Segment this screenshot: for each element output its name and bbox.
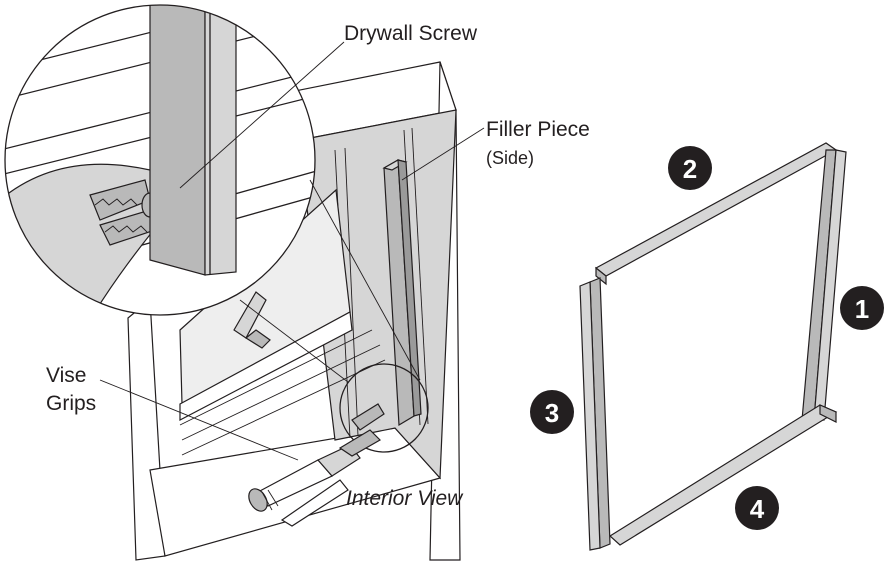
vise-grips-tool [248,403,385,527]
filler-piece-leader [401,127,485,181]
frame-piece-4 [609,404,838,546]
filler-piece-side-label: (Side) [486,148,534,168]
filler-frame-assembly [579,142,847,551]
badge-2-text: 2 [683,154,697,184]
zoom-circle-outline [4,4,316,316]
badge-3-text: 3 [545,398,559,428]
interior-view-label: Interior View [346,487,464,510]
filler-piece-label: Filler Piece [486,118,590,141]
window-lock [233,291,267,339]
vise-grips-knob [248,488,268,512]
vise-grips-leader [99,379,299,461]
drywall-screw-label: Drywall Screw [344,22,478,45]
window-assembly [127,61,461,561]
frame-piece-2 [594,142,838,277]
badge-2: 2 [668,146,712,190]
badge-3: 3 [530,390,574,434]
badge-4: 4 [735,486,779,530]
drywall-screw-leader [179,41,345,189]
grips-label: Grips [46,392,96,415]
detail-callout-small [339,363,429,453]
badge-1: 1 [840,286,884,330]
vise-label: Vise [46,364,86,387]
badge-1-text: 1 [855,294,869,324]
filler-piece-side [382,159,422,427]
badge-4-text: 4 [750,494,765,524]
